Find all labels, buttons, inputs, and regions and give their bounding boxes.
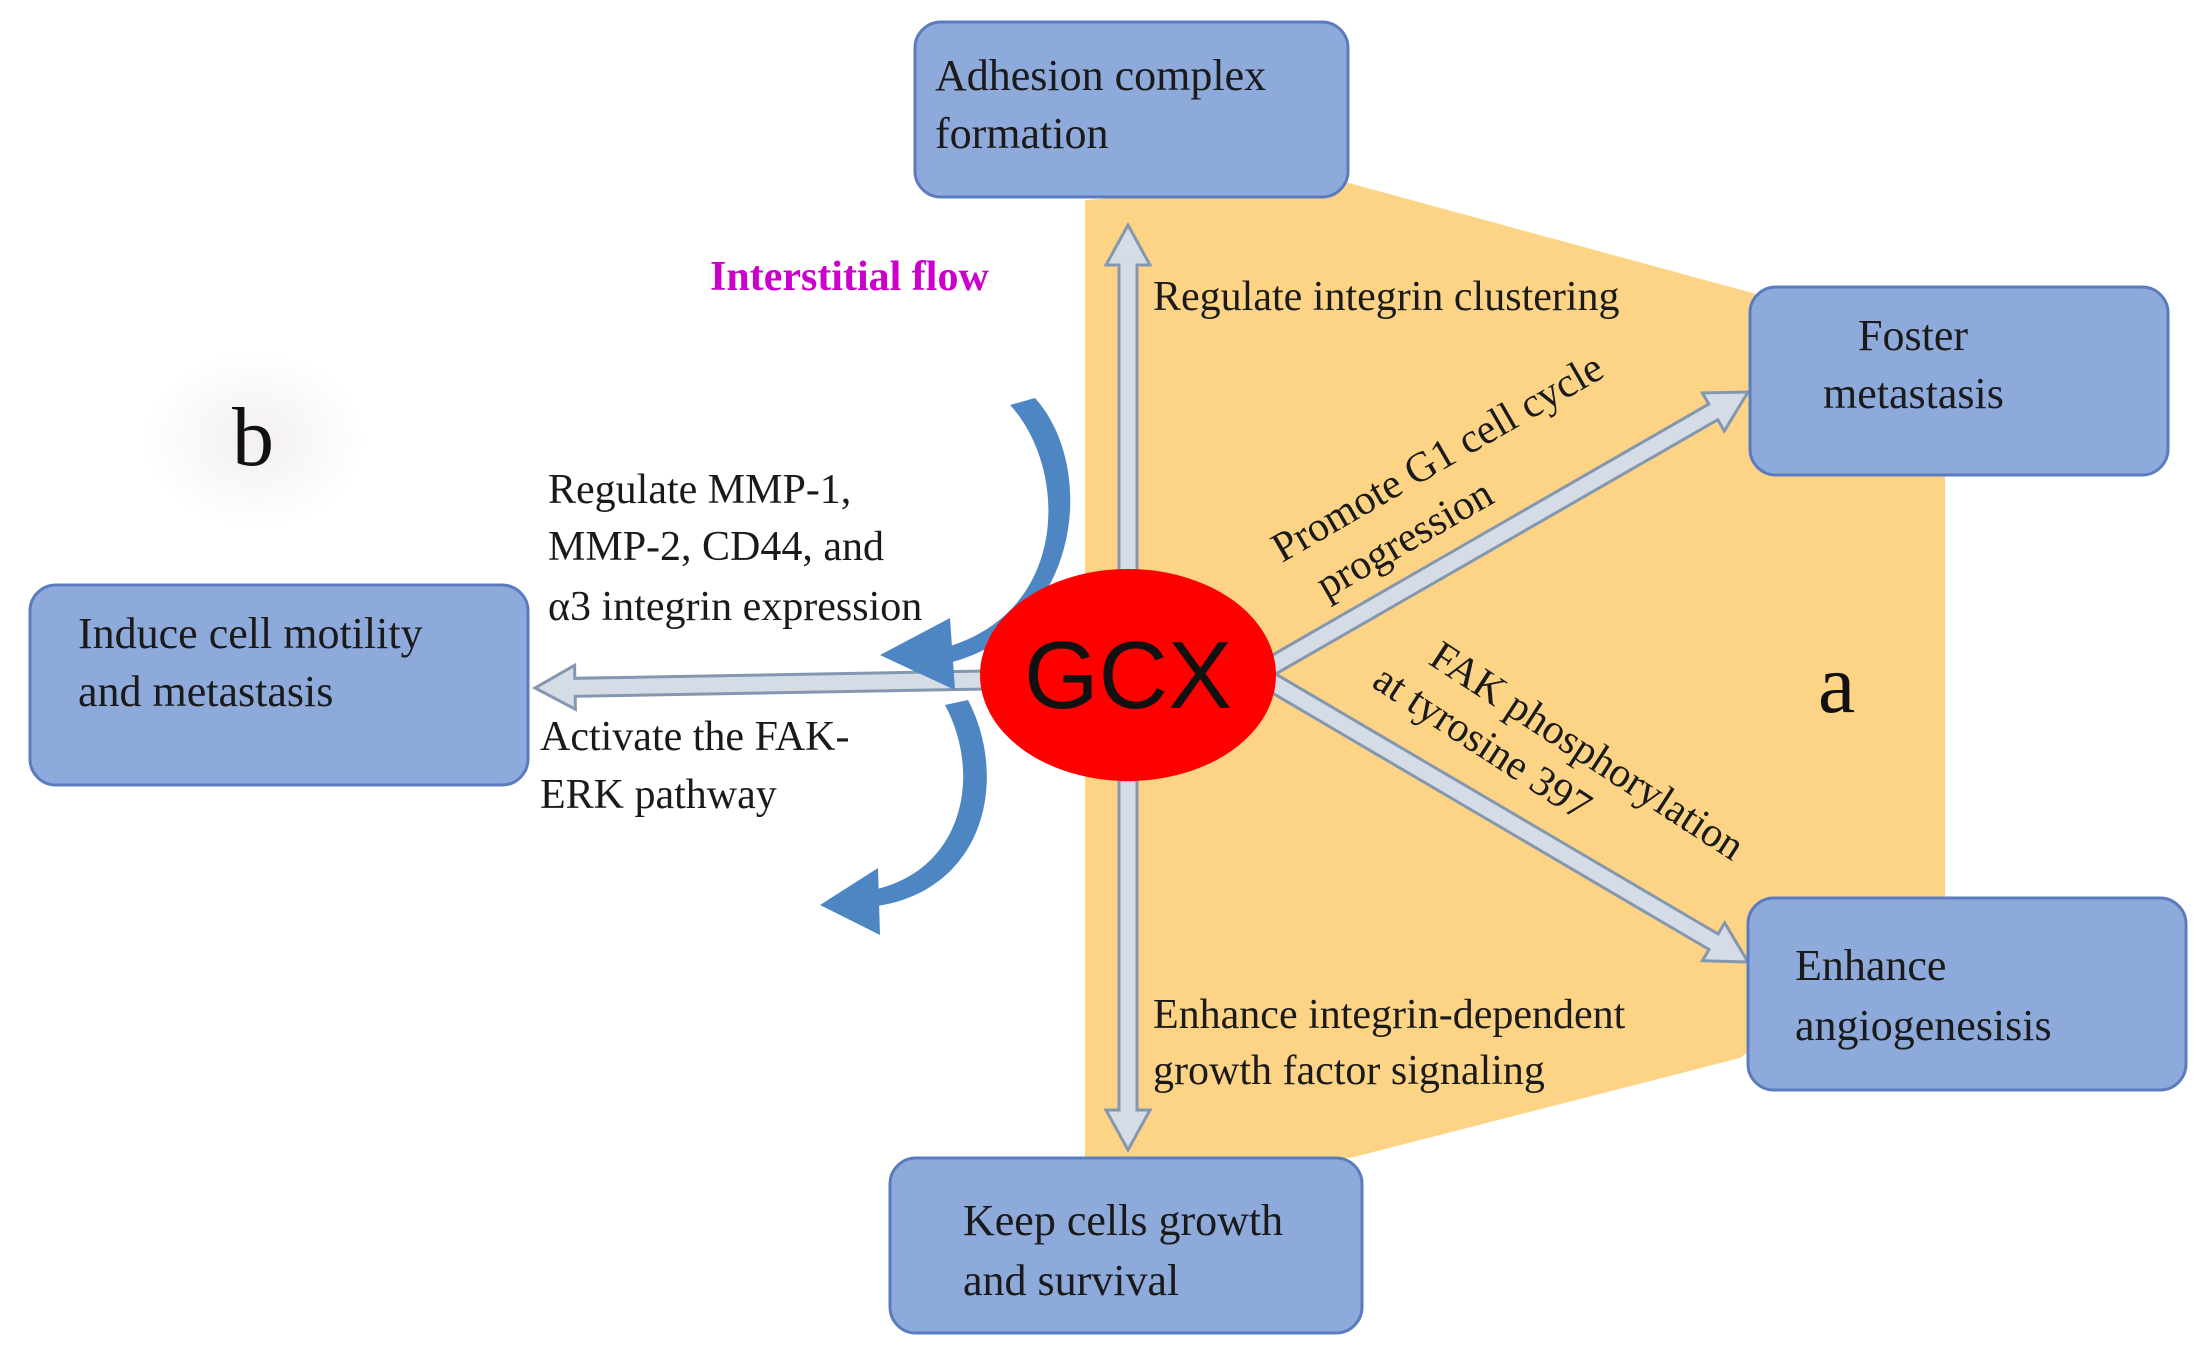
box-angiogenesis-line-2: angiogenesisis: [1795, 1001, 2052, 1050]
arrow-to-foster: [1261, 390, 1751, 678]
label-enhance-signaling-line-1: Enhance integrin-dependent: [1153, 992, 1626, 1038]
panel-letter-b: b: [232, 391, 274, 484]
label-regulate-integrin-clustering: Regulate integrin clustering: [1153, 274, 1620, 320]
arrow-shape: [1103, 221, 1153, 574]
box-growth-line-2: and survival: [963, 1256, 1179, 1305]
box-foster-metastasis: Foster metastasis: [1748, 285, 2170, 477]
label-activate-fak-line-1: Activate the FAK-: [540, 714, 849, 760]
box-motility-line-1: Induce cell motility: [78, 609, 423, 658]
label-regulate-mmp-line-2: MMP-2, CD44, and: [548, 524, 884, 570]
box-adhesion-complex: Adhesion complex formation: [913, 20, 1350, 199]
panel-a-background: [1085, 182, 1945, 1158]
arrow-to-growth: [1103, 778, 1153, 1154]
arrow-to-motility: [531, 662, 987, 712]
box-angiogenesis-line-1: Enhance: [1795, 941, 1946, 990]
box-keep-cells-growth: Keep cells growth and survival: [888, 1156, 1364, 1335]
label-activate-fak-line-2: ERK pathway: [540, 772, 777, 818]
interstitial-flow-arrow-lower: [820, 700, 987, 935]
interstitial-flow-label: Interstitial flow: [710, 254, 989, 300]
label-regulate-mmp-line-3: α3 integrin expression: [548, 584, 922, 630]
arrow-to-angiogenesis: [1261, 670, 1751, 964]
box-enhance-angiogenesis: Enhance angiogenesisis: [1746, 896, 2188, 1092]
box-foster-line-2: metastasis: [1823, 369, 2004, 418]
box-foster-line-1: Foster: [1858, 311, 1968, 360]
gcx-label: GCX: [1024, 622, 1232, 729]
label-enhance-signaling-line-2: growth factor signaling: [1153, 1048, 1545, 1094]
panel-letter-a: a: [1818, 638, 1855, 731]
panel-b-watermark: [145, 352, 365, 528]
box-adhesion-line-2: formation: [935, 109, 1109, 158]
gcx-node: [980, 569, 1276, 781]
box-adhesion-line-1: Adhesion complex: [935, 51, 1266, 100]
arrow-shape: [1261, 670, 1751, 964]
label-regulate-mmp-line-1: Regulate MMP-1,: [548, 467, 851, 513]
arrow-shape: [1261, 390, 1751, 678]
box-motility-line-2: and metastasis: [78, 667, 333, 716]
box-induce-cell-motility: Induce cell motility and metastasis: [28, 583, 530, 787]
arrow-shape: [1103, 778, 1153, 1154]
box-growth-line-1: Keep cells growth: [963, 1196, 1283, 1245]
arrow-shape: [531, 662, 987, 712]
arrow-to-adhesion: [1103, 221, 1153, 574]
